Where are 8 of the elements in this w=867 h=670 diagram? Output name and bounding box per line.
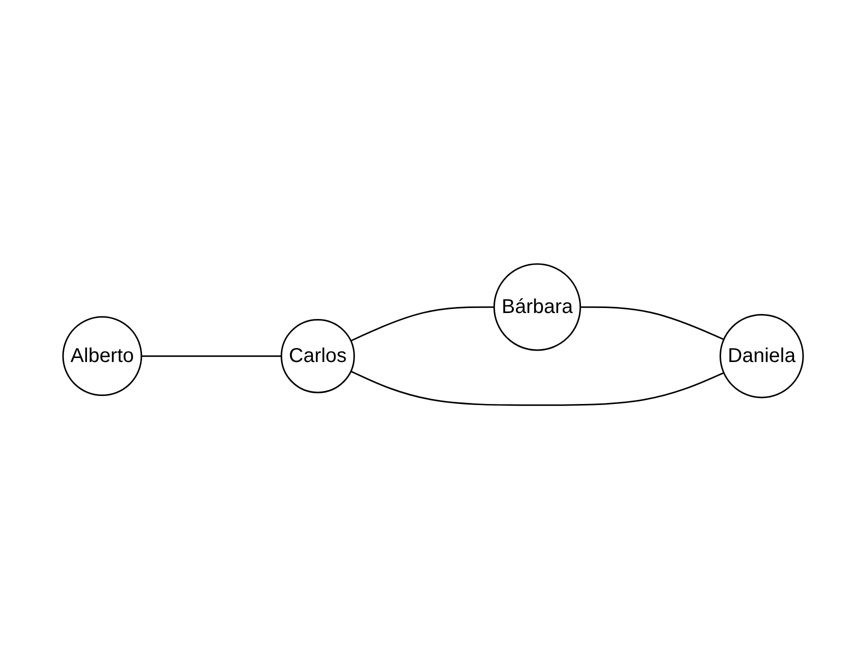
connector <box>350 371 725 406</box>
node-circle: Alberto <box>62 316 143 396</box>
connector <box>580 306 725 341</box>
node-circle: Daniela <box>720 314 804 399</box>
node-circle: Carlos <box>281 319 356 394</box>
connector <box>142 356 282 358</box>
node-circle: Bárbara <box>494 264 582 352</box>
connector <box>350 306 495 342</box>
